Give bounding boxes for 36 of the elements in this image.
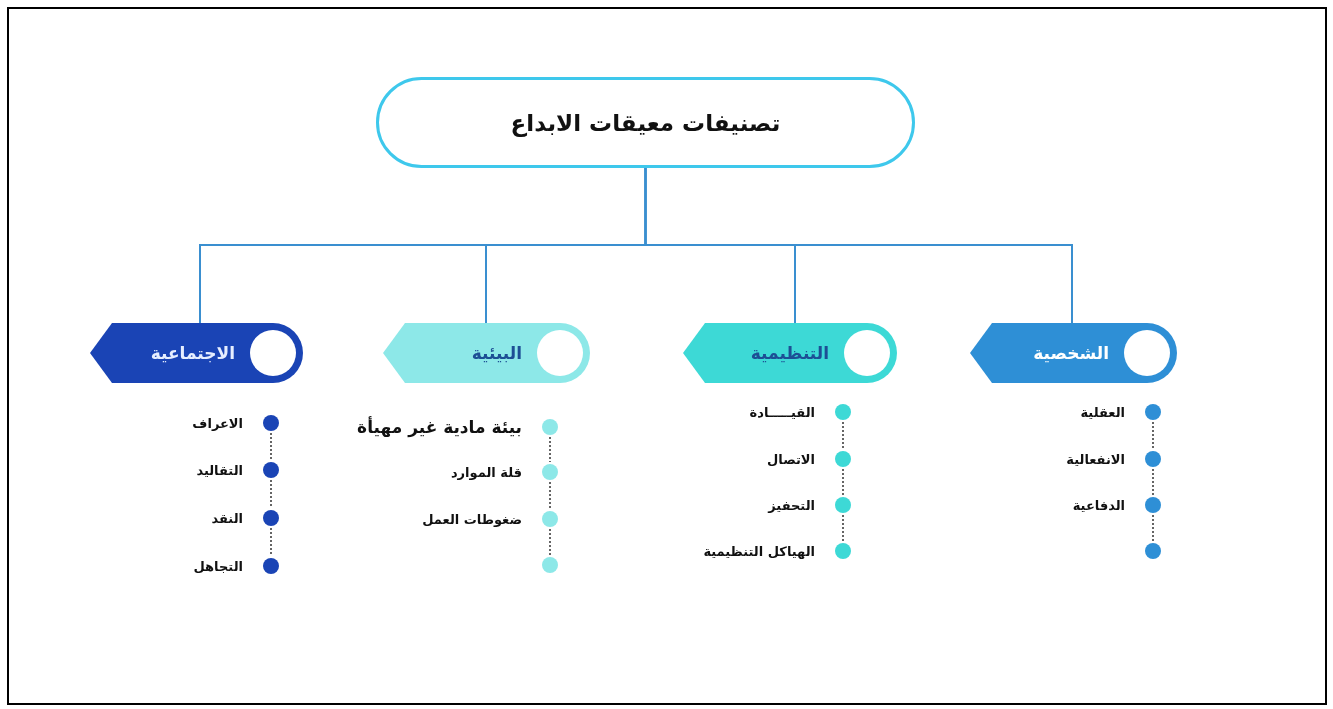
item-text: الدفاعية [1072, 497, 1125, 513]
category-tag [383, 323, 590, 383]
category-tag [970, 323, 1177, 383]
dotted-connector [842, 468, 844, 496]
dotted-connector [270, 479, 272, 509]
dotted-connector [549, 528, 551, 556]
dotted-connector [270, 527, 272, 557]
category-label: البيئية [471, 342, 522, 365]
item-text: الاتصال [767, 451, 815, 467]
category-label: التنظيمية [750, 342, 829, 365]
dotted-connector [842, 514, 844, 542]
item-text: التجاهل [193, 558, 243, 574]
item-text: ضغوطات العمل [422, 511, 522, 527]
dotted-connector [1152, 468, 1154, 496]
dotted-connector [270, 432, 272, 461]
category-label: الشخصية [1033, 342, 1109, 365]
title-box: تصنيفات معيقات الابداع [376, 77, 915, 168]
category-tag [90, 323, 303, 383]
tree-connector [199, 167, 647, 324]
item-text: الاعراف [192, 415, 243, 431]
item-text: بيئة مادية غير مهيأة [357, 417, 522, 437]
category-tag [683, 323, 897, 383]
item-text: التحفيز [768, 497, 815, 513]
item-text: النقد [211, 510, 243, 526]
dotted-connector [549, 436, 551, 463]
item-text: الانفعالية [1066, 451, 1125, 467]
dotted-connector [549, 481, 551, 510]
item-text: التقاليد [196, 462, 243, 478]
category-label: الاجتماعية [150, 342, 235, 365]
dotted-connector [1152, 514, 1154, 542]
item-text: قلة الموارد [450, 464, 522, 480]
item-text: العقلية [1080, 404, 1125, 420]
dotted-connector [1152, 421, 1154, 450]
dotted-connector [842, 421, 844, 450]
item-text: الهياكل التنظيمية [703, 543, 815, 559]
item-text: القيـــــادة [749, 404, 815, 420]
